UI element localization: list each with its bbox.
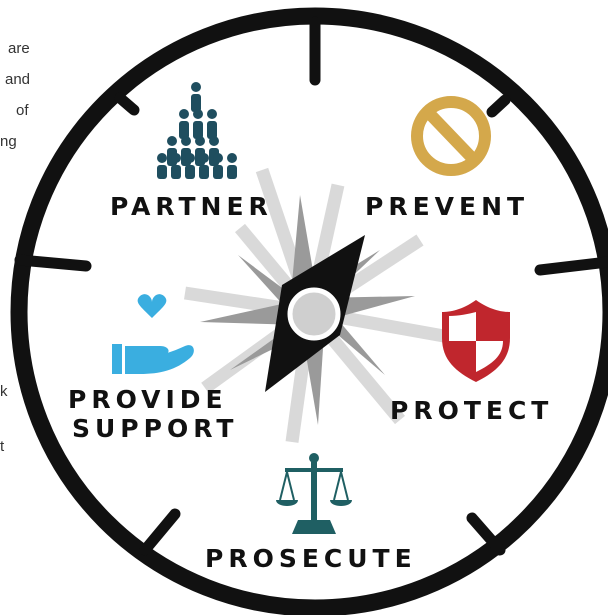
- shield-icon: [442, 300, 510, 382]
- side-fragment: of: [16, 102, 29, 119]
- hand-heart-icon: [112, 294, 194, 374]
- side-fragment: t: [0, 438, 5, 455]
- label-support: SUPPORT: [72, 414, 239, 443]
- compass-hub: [287, 287, 341, 341]
- scales-icon: [276, 453, 352, 534]
- label-prosecute: PROSECUTE: [205, 544, 417, 573]
- heart-icon: [137, 294, 167, 318]
- people-pyramid-icon: [157, 82, 237, 179]
- label-partner: PARTNER: [110, 192, 273, 221]
- pyramid-row-2: [179, 109, 217, 139]
- side-fragment: ng: [0, 133, 17, 150]
- tick-ne: [486, 94, 511, 118]
- compass-ticks: [14, 16, 608, 556]
- side-fragment: are: [8, 40, 30, 57]
- label-protect: PROTECT: [390, 396, 554, 425]
- tick-sw: [139, 508, 181, 556]
- star-point: [200, 300, 302, 325]
- pyramid-row-1: [191, 82, 201, 112]
- tick-w: [14, 254, 92, 272]
- label-provide: PROVIDE: [68, 385, 228, 414]
- label-prevent: PREVENT: [365, 192, 530, 221]
- tick-nw: [114, 92, 140, 116]
- pyramid-row-4: [157, 153, 237, 179]
- tick-e: [534, 256, 608, 276]
- side-fragment: k: [0, 383, 8, 400]
- prohibited-icon: [411, 96, 491, 176]
- side-fragment: and: [5, 71, 31, 88]
- tick-se: [466, 512, 506, 556]
